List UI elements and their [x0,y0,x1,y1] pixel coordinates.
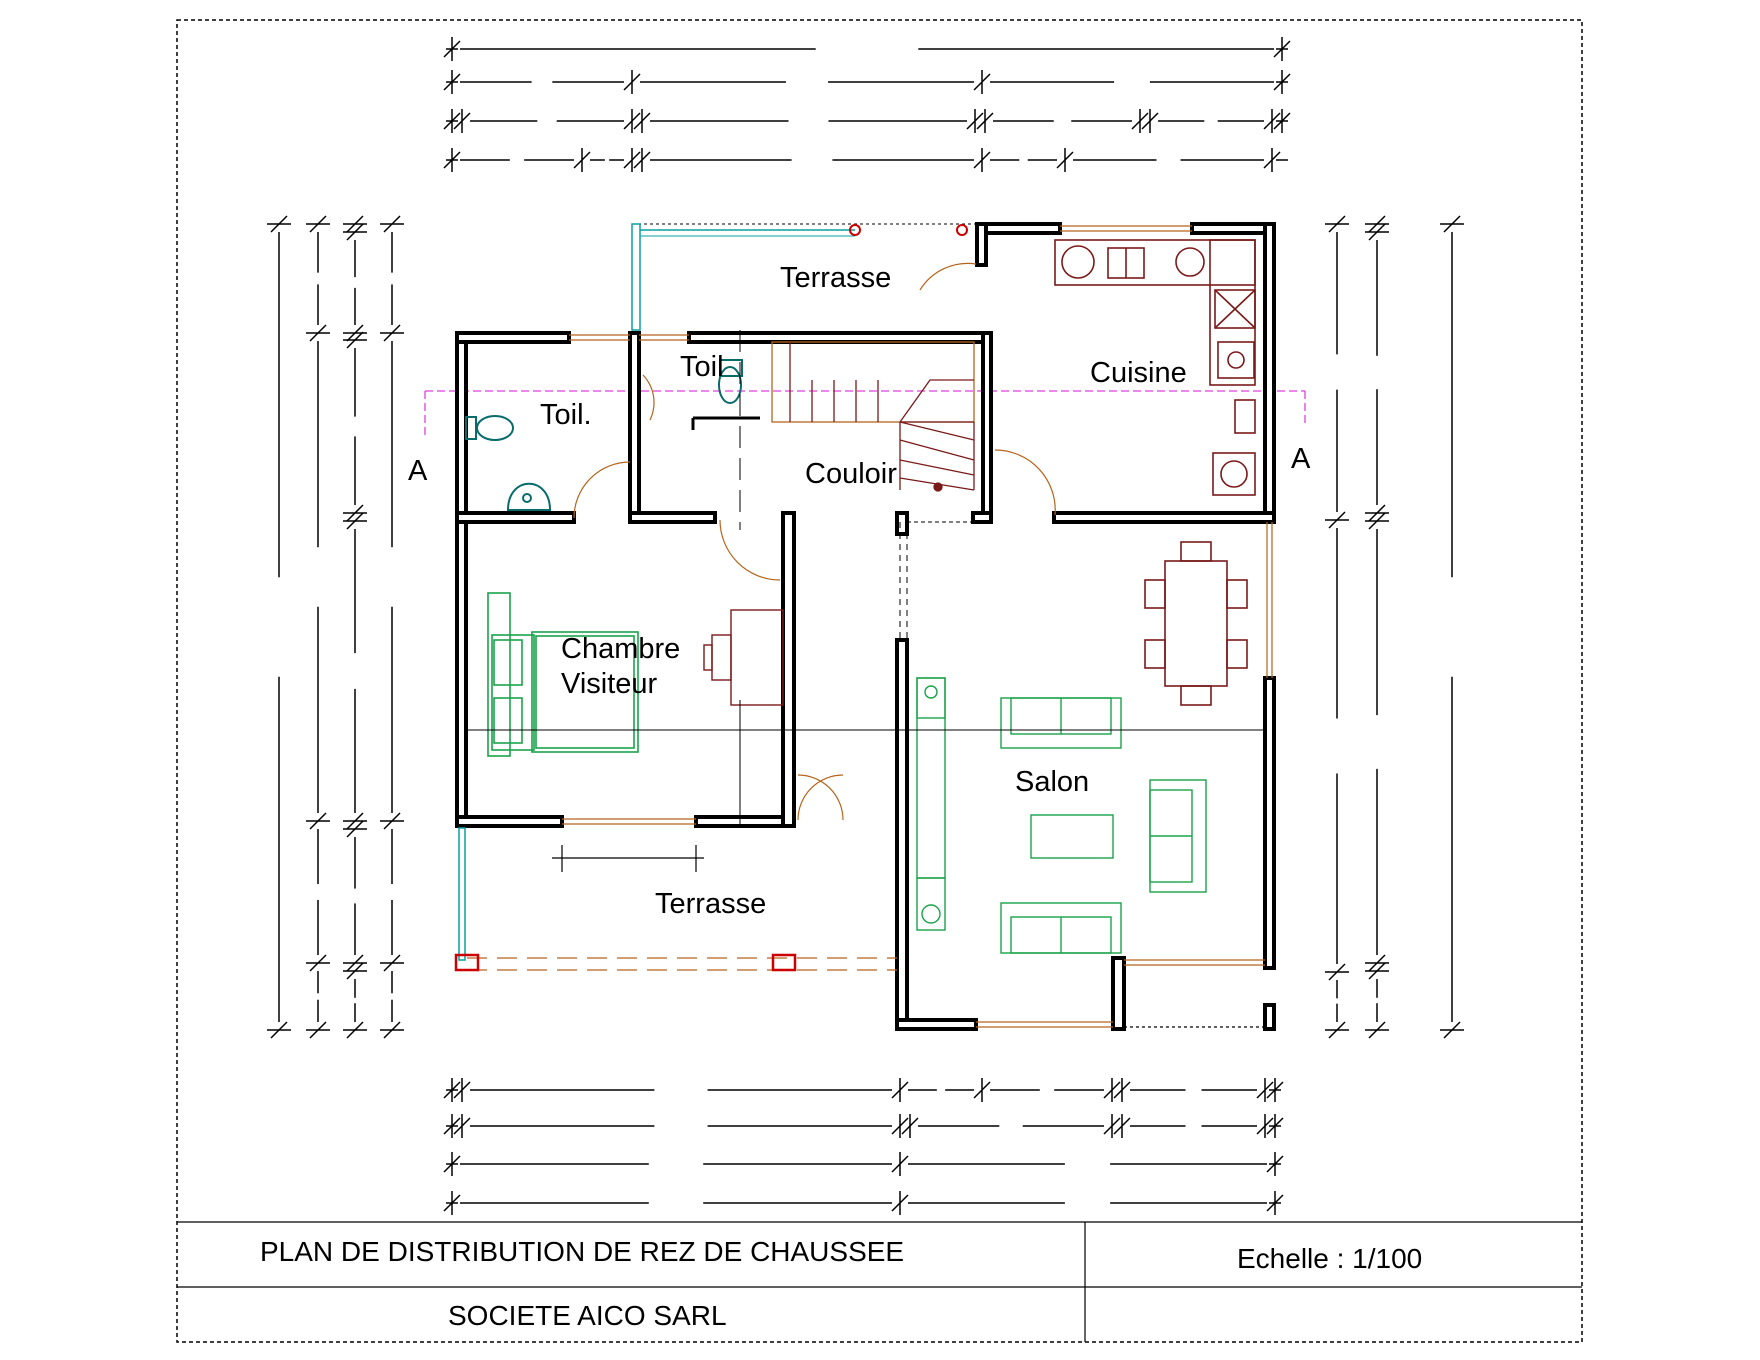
terrace-south [454,827,897,972]
dimension-segment [1113,1081,1131,1099]
dimension-segment [633,112,651,130]
dimension-segment [383,215,401,233]
dimension-segment [973,151,991,169]
dimension-segment [1141,112,1159,130]
dimension-segment [1256,1117,1274,1135]
windows [562,225,1273,1028]
company-name: SOCIETE AICO SARL [448,1300,727,1331]
dimension-segment [346,512,364,530]
dimension-segment [309,812,327,830]
living-furniture [916,677,1207,954]
dimension-segment [346,324,364,342]
dimension-segment [966,112,984,130]
room-label-salon: Salon [1015,766,1089,798]
dimension-segment [1443,1021,1461,1039]
dimension-segment [346,1021,364,1039]
room-label-visiteur: Visiteur [561,668,658,700]
dimension-segment [383,954,401,972]
dimension-segment [633,151,651,169]
dimension-segment [1368,223,1386,241]
dimension-segment [973,73,991,91]
dimension-segment [1263,151,1281,169]
dimension-segment [346,331,364,349]
walls [455,222,1276,1031]
room-labels: Terrasse Cuisine Toil Toil. Couloir Cham… [408,262,1311,920]
dimension-segment [346,820,364,838]
room-label-terrasse-north: Terrasse [780,262,891,294]
dimension-segment [346,812,364,830]
staircase [771,341,975,492]
dimension-segment [346,954,364,972]
dimension-segment [1368,962,1386,980]
dimension-segment [453,1081,471,1099]
dimension-segment [891,1117,909,1135]
dimension-segment [1256,1081,1274,1099]
drawing-frame [176,19,1583,1343]
dimension-segment [453,1117,471,1135]
dimension-segment [1131,112,1149,130]
dimension-segment [1263,112,1281,130]
dimension-segment [1328,1021,1346,1039]
dimension-segment [1328,215,1346,233]
dimension-segment [1368,215,1386,233]
drawing-scale: Echelle : 1/100 [1237,1243,1422,1274]
dimension-segment [346,223,364,241]
section-line-a [424,390,1306,435]
dimension-segment [1443,215,1461,233]
dimension-segment [453,112,471,130]
dimension-segment [270,215,288,233]
dimension-segment [1328,963,1346,981]
desk [703,609,784,706]
dimension-segment [270,1021,288,1039]
dimension-segment [976,112,994,130]
title-block: PLAN DE DISTRIBUTION DE REZ DE CHAUSSEE … [177,1221,1582,1342]
room-label-toilette-2: Toil. [540,399,592,431]
dimension-segment [309,1021,327,1039]
drawing-title: PLAN DE DISTRIBUTION DE REZ DE CHAUSSEE [260,1236,904,1267]
dimension-segment [1103,1081,1121,1099]
dimension-segment [1368,1021,1386,1039]
dimension-segment [309,215,327,233]
dimension-segment [973,1081,991,1099]
dimension-segment [573,151,591,169]
dimension-segment [1368,954,1386,972]
room-label-chambre: Chambre [561,633,680,665]
dimension-segment [623,112,641,130]
dimension-segment [1368,512,1386,530]
section-marker-right: A [1291,443,1311,475]
dimension-segment [309,954,327,972]
dining-table [1144,541,1248,706]
dimension-segment [383,812,401,830]
dimension-segment [891,1081,909,1099]
dimension-segment [1328,511,1346,529]
section-marker-left: A [408,455,428,487]
kitchen-furniture [1054,239,1256,496]
room-label-couloir: Couloir [805,458,897,490]
axis-lines [466,330,1265,825]
dimension-segment [346,215,364,233]
dimension-segment [623,73,641,91]
dimension-segment [309,324,327,342]
dimension-segment [901,1117,919,1135]
sanitary-fixtures [465,359,760,511]
dimension-segment [891,1155,909,1173]
dimension-segment [1103,1117,1121,1135]
room-label-terrasse-south: Terrasse [655,888,766,920]
doors [573,262,1056,821]
dimension-segment [623,151,641,169]
dimension-lines [267,37,1464,1215]
dimension-segment [383,324,401,342]
dimension-segment [891,1194,909,1212]
dimension-segment [1113,1117,1131,1135]
dimension-segment [1368,504,1386,522]
dimension-segment [1056,151,1074,169]
room-label-toilette-1: Toil [680,351,724,383]
dimension-segment [346,962,364,980]
dimension-segment [346,504,364,522]
bed [487,592,639,757]
terrace-north-outline [631,223,980,331]
room-label-cuisine: Cuisine [1090,357,1187,389]
dimension-segment [383,1021,401,1039]
